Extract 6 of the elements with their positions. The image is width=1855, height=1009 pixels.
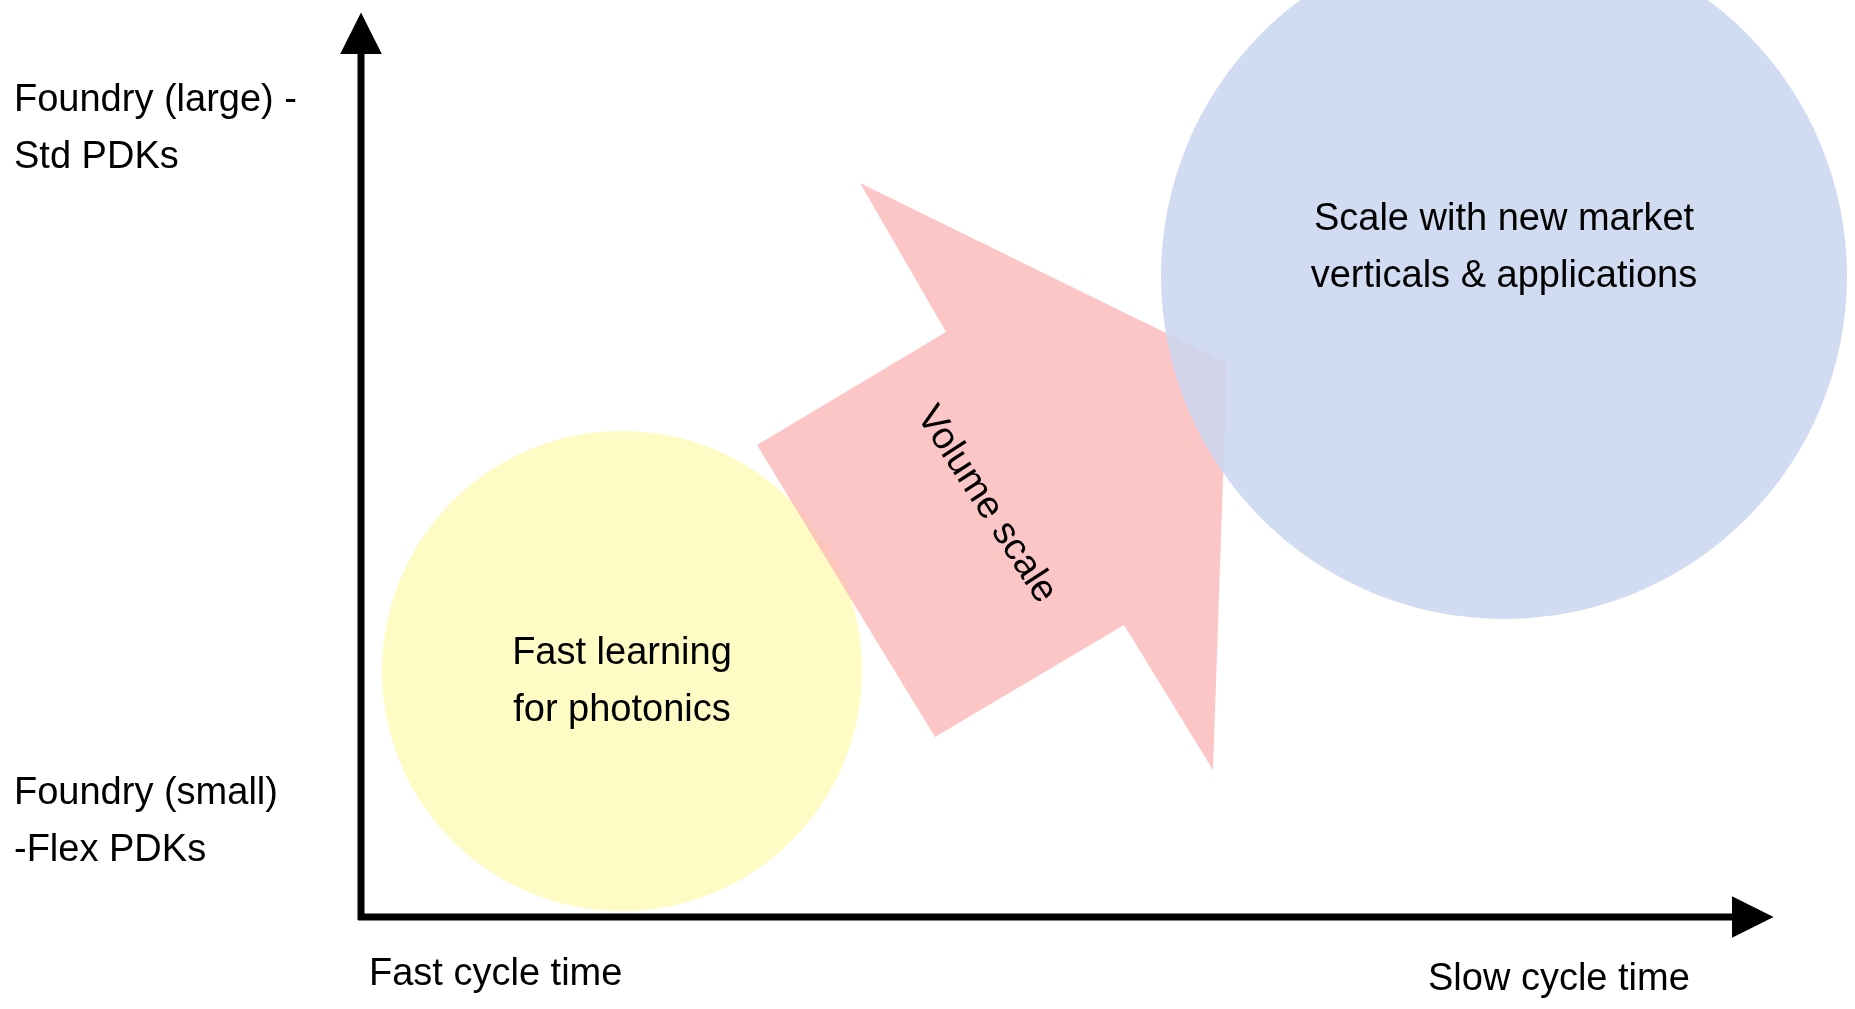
- y-axis-label: Foundry (small) -Flex PDKs: [14, 769, 279, 871]
- circle-label: Fast learning for photonics: [511, 629, 733, 731]
- circle-label: Scale with new market verticals & applications: [1309, 195, 1699, 297]
- x-axis-label: Fast cycle time: [369, 950, 623, 995]
- x-axis-label: Slow cycle time: [1428, 955, 1690, 1000]
- y-axis-label: Foundry (large) -Std PDKs: [14, 76, 298, 178]
